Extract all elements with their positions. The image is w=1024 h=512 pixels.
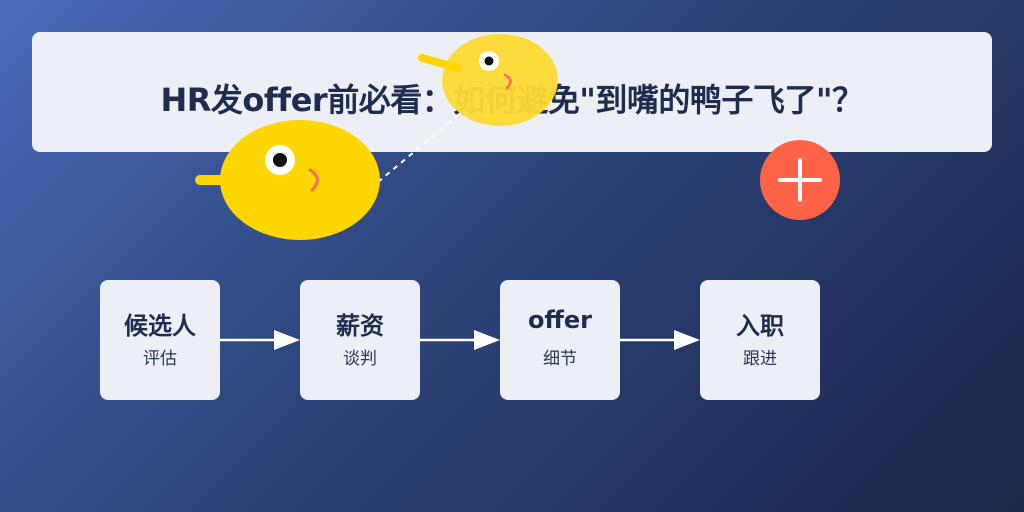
plus-icon [760,140,840,220]
step-title: 候选人 [124,312,196,340]
arrow-right-icon [420,330,500,350]
step-candidate-box: 候选人 评估 [100,280,220,400]
step-title: 薪资 [336,312,384,340]
duck-icon [195,120,380,240]
step-subtitle: 评估 [143,349,177,369]
flying-duck-icon [418,34,558,126]
step-subtitle: 谈判 [343,349,377,369]
step-title: offer [527,306,593,334]
step-salary-box: 薪资 谈判 [300,280,420,400]
arrow-right-icon [220,330,300,350]
step-title: 入职 [736,312,784,340]
step-onboarding-box: 入职 跟进 [700,280,820,400]
step-subtitle: 跟进 [743,349,777,369]
arrow-right-icon [620,330,700,350]
step-subtitle: 细节 [543,349,577,369]
step-offer-box: offer 细节 [500,280,620,400]
